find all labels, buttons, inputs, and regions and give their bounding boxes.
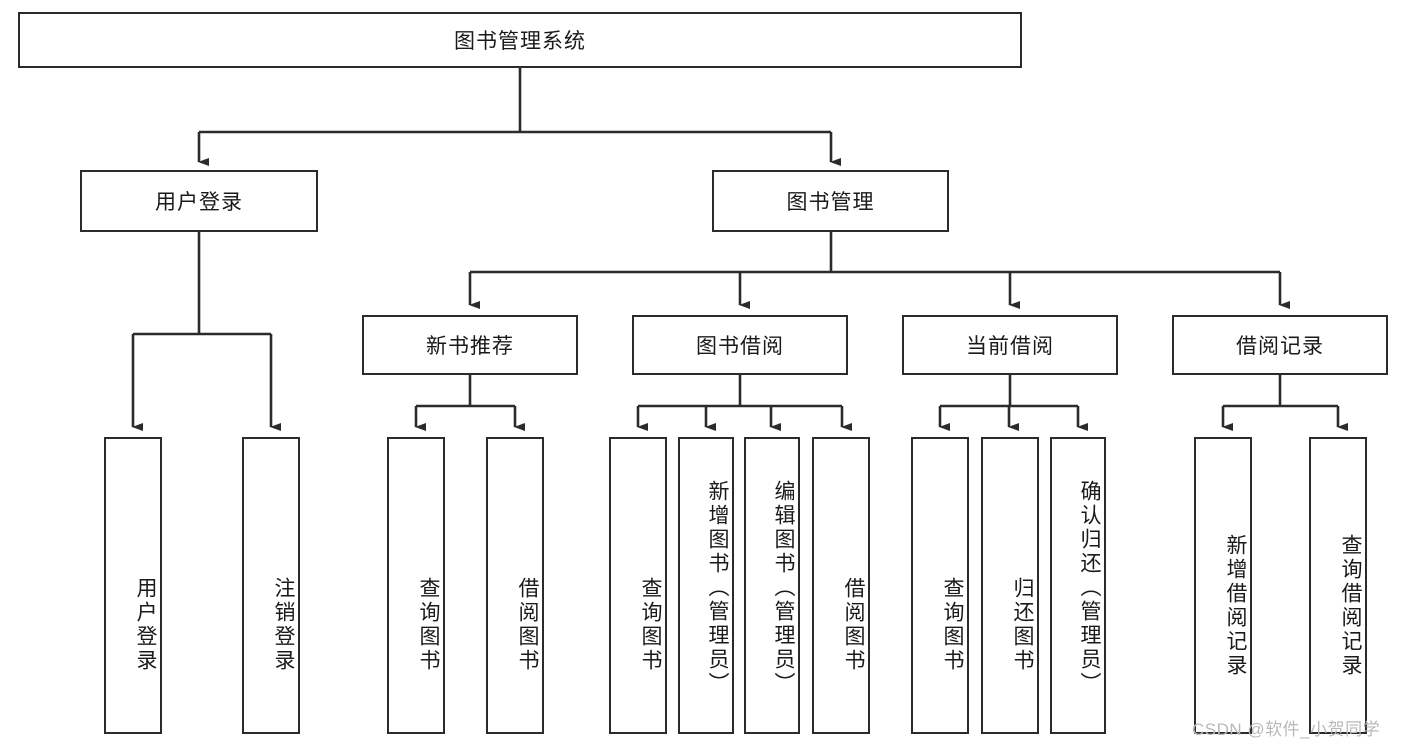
node-leaf-query-book-1[interactable]: 查询图书: [387, 437, 445, 734]
node-current-borrow[interactable]: 当前借阅: [902, 315, 1118, 375]
node-leaf-add-book[interactable]: 新增图书（管理员）: [678, 437, 734, 734]
node-book-borrow[interactable]: 图书借阅: [632, 315, 848, 375]
node-leaf-query-book-3[interactable]: 查询图书: [911, 437, 969, 734]
watermark-text: CSDN @软件_小贺同学: [1192, 720, 1381, 739]
node-user-login[interactable]: 用户登录: [80, 170, 318, 232]
node-leaf-return-book[interactable]: 归还图书: [981, 437, 1039, 734]
node-root[interactable]: 图书管理系统: [18, 12, 1022, 68]
node-leaf-user-login[interactable]: 用户登录: [104, 437, 162, 734]
node-leaf-add-record[interactable]: 新增借阅记录: [1194, 437, 1252, 734]
node-leaf-borrow-book-1[interactable]: 借阅图书: [486, 437, 544, 734]
node-leaf-logout[interactable]: 注销登录: [242, 437, 300, 734]
node-book-manage[interactable]: 图书管理: [712, 170, 949, 232]
node-leaf-borrow-book-2[interactable]: 借阅图书: [812, 437, 870, 734]
node-leaf-query-record[interactable]: 查询借阅记录: [1309, 437, 1367, 734]
node-new-book-rec[interactable]: 新书推荐: [362, 315, 578, 375]
node-leaf-edit-book[interactable]: 编辑图书（管理员）: [744, 437, 800, 734]
node-borrow-record[interactable]: 借阅记录: [1172, 315, 1388, 375]
node-leaf-confirm-return[interactable]: 确认归还（管理员）: [1050, 437, 1106, 734]
node-leaf-query-book-2[interactable]: 查询图书: [609, 437, 667, 734]
